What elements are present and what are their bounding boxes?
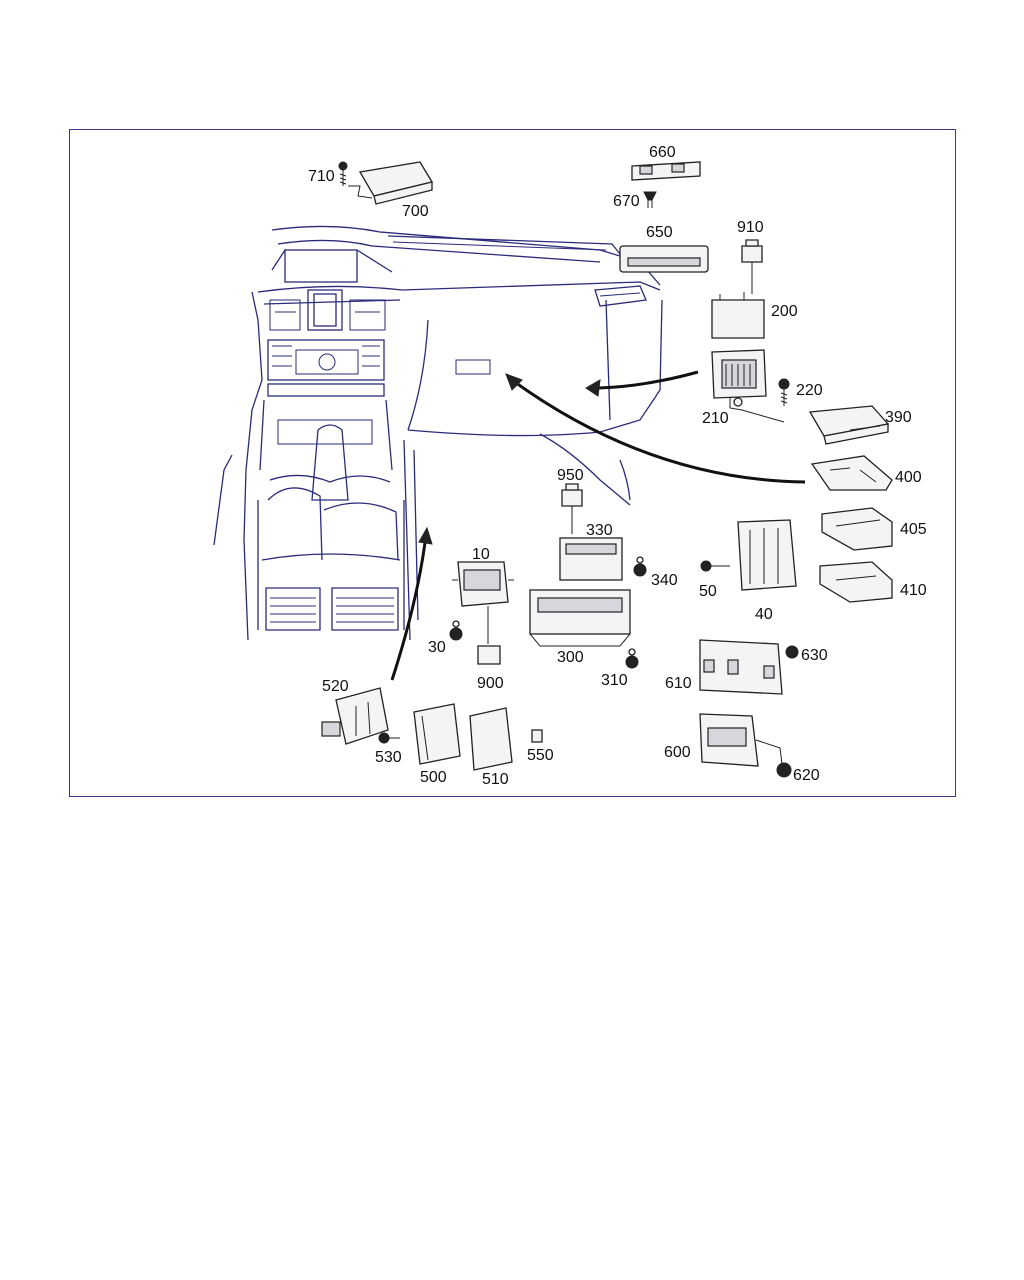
part-950-connector bbox=[561, 483, 583, 534]
callout-630: 630 bbox=[801, 647, 828, 664]
callout-340: 340 bbox=[651, 572, 678, 589]
callout-310: 310 bbox=[601, 672, 628, 689]
part-620-nut bbox=[776, 762, 792, 778]
callout-600: 600 bbox=[664, 744, 691, 761]
callout-30: 30 bbox=[428, 639, 446, 656]
callout-530: 530 bbox=[375, 749, 402, 766]
callout-620: 620 bbox=[793, 767, 820, 784]
callout-40: 40 bbox=[755, 606, 773, 623]
part-40-module bbox=[737, 519, 797, 591]
part-210-fuse-box bbox=[711, 349, 785, 423]
part-510-cover bbox=[469, 707, 513, 771]
callout-labels: 710 700 660 670 650 910 200 220 210 390 … bbox=[308, 144, 927, 788]
part-220-screw bbox=[778, 378, 790, 406]
callout-400: 400 bbox=[895, 469, 922, 486]
part-50-screw bbox=[700, 560, 730, 572]
callout-500: 500 bbox=[420, 769, 447, 786]
callout-405: 405 bbox=[900, 521, 927, 538]
callout-900: 900 bbox=[477, 675, 504, 692]
part-410-holder bbox=[819, 561, 893, 603]
callout-950: 950 bbox=[557, 467, 584, 484]
callout-10: 10 bbox=[472, 546, 490, 563]
part-710-screw bbox=[338, 161, 348, 186]
part-200-control-unit bbox=[711, 292, 765, 339]
part-390-module bbox=[808, 405, 890, 445]
callout-200: 200 bbox=[771, 303, 798, 320]
callout-910: 910 bbox=[737, 219, 764, 236]
callout-660: 660 bbox=[649, 144, 676, 161]
callout-390: 390 bbox=[885, 409, 912, 426]
part-910-connector bbox=[741, 239, 763, 294]
part-310-screw bbox=[625, 648, 639, 669]
part-300-module bbox=[529, 589, 631, 647]
part-405-holder bbox=[821, 507, 893, 551]
callout-550: 550 bbox=[527, 747, 554, 764]
part-400-bracket bbox=[810, 455, 893, 491]
callout-220: 220 bbox=[796, 382, 823, 399]
part-550-label bbox=[531, 729, 543, 743]
part-660-switch-strip bbox=[631, 161, 701, 181]
part-630-nut bbox=[785, 645, 799, 659]
part-700-module bbox=[348, 161, 434, 205]
callout-410: 410 bbox=[900, 582, 927, 599]
part-530-screw bbox=[378, 732, 400, 744]
callout-50: 50 bbox=[699, 583, 717, 600]
part-520-module bbox=[321, 687, 389, 745]
part-30-screw bbox=[449, 620, 463, 641]
callout-670: 670 bbox=[613, 193, 640, 210]
part-330-module bbox=[559, 537, 623, 581]
part-610-bracket bbox=[699, 639, 783, 695]
part-670-clip bbox=[643, 191, 657, 208]
part-900-connector bbox=[477, 606, 501, 665]
callout-510: 510 bbox=[482, 771, 509, 788]
callout-610: 610 bbox=[665, 675, 692, 692]
part-340-screw bbox=[633, 556, 647, 577]
callout-300: 300 bbox=[557, 649, 584, 666]
part-600-module bbox=[699, 713, 783, 767]
callout-520: 520 bbox=[322, 678, 349, 695]
callout-210: 210 bbox=[702, 410, 729, 427]
callout-650: 650 bbox=[646, 224, 673, 241]
dashboard-outline bbox=[213, 225, 663, 641]
assembly-arrows bbox=[390, 370, 806, 681]
callout-700: 700 bbox=[402, 203, 429, 220]
callout-330: 330 bbox=[586, 522, 613, 539]
part-10-control-unit bbox=[452, 561, 514, 607]
callout-710: 710 bbox=[308, 168, 335, 185]
part-650-overhead-panel bbox=[619, 245, 709, 273]
part-500-module bbox=[413, 703, 461, 765]
